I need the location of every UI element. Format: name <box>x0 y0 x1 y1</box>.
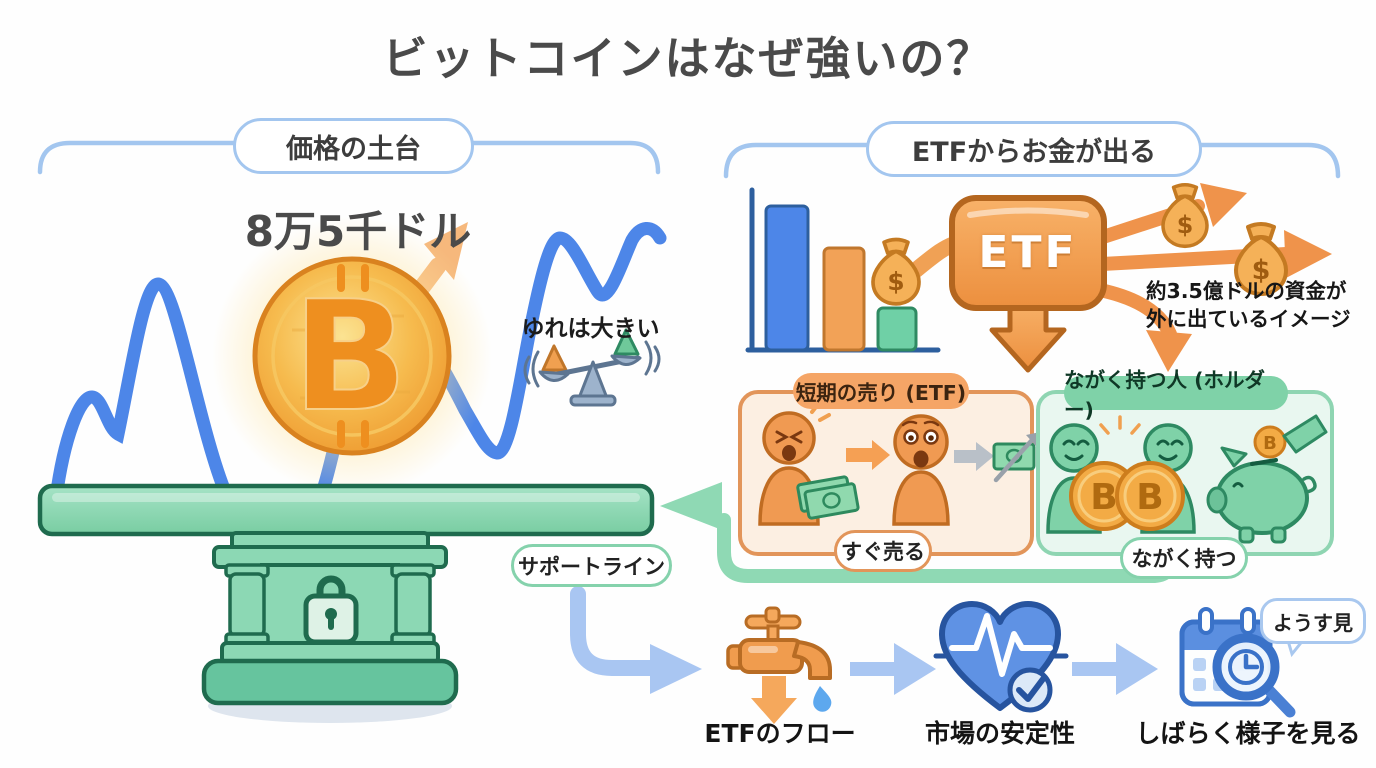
flow-step-label: しばらく様子を見る <box>1135 719 1361 748</box>
short-term-panel <box>738 390 1040 556</box>
flow-step-label: ETFのフロー <box>704 719 856 748</box>
outflow-note-line: 約3.5億ドルの資金が <box>1146 279 1347 303</box>
support-line-pill: サポートライン <box>511 544 672 587</box>
outflow-note: 約3.5億ドルの資金が 外に出ているイメージ <box>1146 278 1366 333</box>
short-term-panel-title: 短期の売り (ETF) <box>793 373 969 409</box>
calendar-icon <box>1179 607 1296 718</box>
hand-icon <box>1282 414 1328 454</box>
page-title: ビットコインはなぜ強いの？ <box>382 32 994 85</box>
right-section-badge: ETFからお金が出る <box>866 121 1202 177</box>
seller-figure <box>758 401 860 526</box>
etf-box <box>949 195 1107 373</box>
buyer-figure <box>892 414 950 526</box>
bitcoin-b-glyph: B <box>292 268 408 445</box>
sell-arrow-icon <box>954 442 994 471</box>
holders-panel: B B B <box>1036 390 1334 556</box>
money-bag-icon: $ <box>1161 182 1209 249</box>
flow-arrow-icon <box>1072 643 1158 695</box>
faucet-icon <box>726 606 832 724</box>
check-badge-icon <box>1007 667 1053 713</box>
balance-scale-icon <box>523 328 661 407</box>
piggy-bank-icon: B <box>1206 414 1328 544</box>
flow-step-label: 市場の安定性 <box>924 719 1075 748</box>
outflow-note-line: 外に出ているイメージ <box>1146 306 1351 331</box>
etf-outflow-scene: $ $ $ <box>745 182 1332 373</box>
flow-arrow-icon <box>850 643 936 695</box>
svg-text:$: $ <box>1252 255 1271 286</box>
sparkle-icon <box>1099 415 1141 435</box>
support-platform <box>37 483 655 537</box>
bitcoin-coin-small: B <box>1115 461 1185 531</box>
magnifier-clock-icon <box>1212 633 1296 718</box>
svg-text:$: $ <box>887 267 904 296</box>
price-label: 8万5千ドル <box>244 207 472 256</box>
etf-bar-chart <box>745 187 941 353</box>
bottom-flow <box>570 586 1312 724</box>
svg-text:B: B <box>1263 433 1277 454</box>
holders-caption: ながく持つ <box>1120 537 1248 579</box>
price-foundation-scene: B <box>37 216 667 723</box>
svg-text:B: B <box>1090 477 1117 518</box>
holders-panel-title: ながく持つ人 (ホルダー) <box>1064 368 1288 422</box>
heart-pulse-icon <box>933 601 1069 713</box>
money-bag-icon: $ <box>871 237 921 306</box>
short-term-caption: すぐ売る <box>834 530 932 572</box>
hand-over-arrow-icon <box>846 440 890 470</box>
etf-box-label: ETF <box>978 226 1078 278</box>
svg-text:$: $ <box>1177 211 1194 239</box>
water-drop-icon <box>813 686 832 712</box>
lock-icon <box>303 575 359 645</box>
curved-flow-arrow-icon <box>570 586 702 694</box>
outflow-down-arrow-icon <box>751 676 797 724</box>
svg-text:B: B <box>1136 477 1163 518</box>
money-bill <box>796 475 860 520</box>
volatility-label: ゆれは大きい <box>521 316 660 342</box>
outflow-swoosh <box>908 236 962 278</box>
left-section-badge: 価格の土台 <box>233 118 474 174</box>
bitcoin-coin: B <box>252 256 452 456</box>
status-bubble: ようす見 <box>1260 598 1366 644</box>
money-bag-icon: $ <box>1234 222 1288 296</box>
